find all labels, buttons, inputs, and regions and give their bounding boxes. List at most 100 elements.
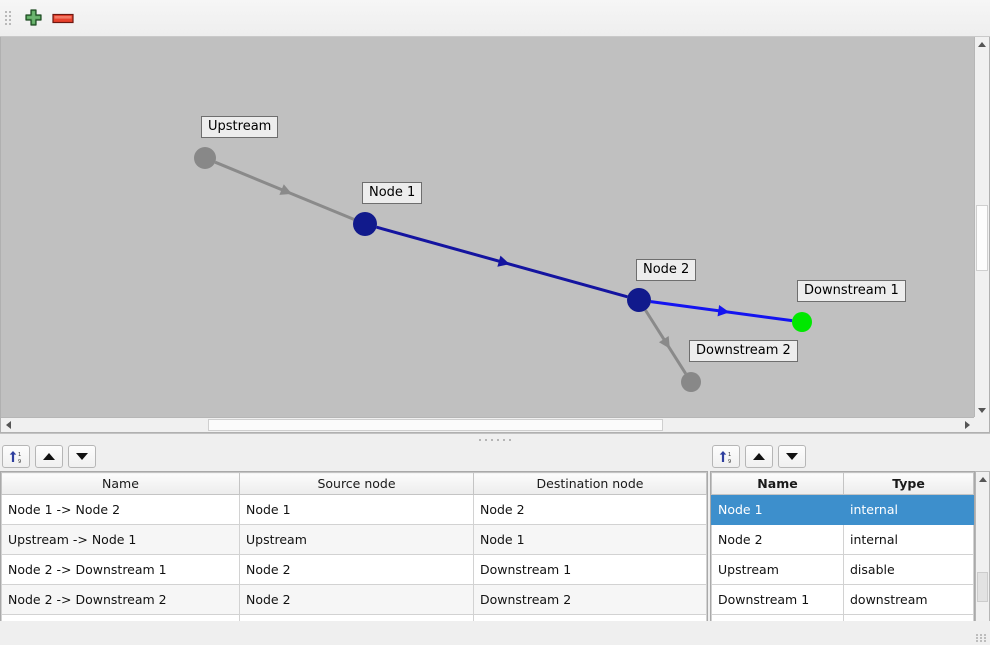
nodes-column-header-0[interactable]: Name [711, 472, 844, 495]
graph-node-label-node2: Node 2 [636, 259, 697, 281]
edge-destination-cell[interactable]: Downstream 1 [473, 554, 707, 585]
canvas-horizontal-scrollbar[interactable] [1, 417, 975, 432]
edge-destination-cell[interactable]: Downstream 2 [473, 584, 707, 615]
graph-node-upstream[interactable] [194, 147, 216, 169]
triangle-left-icon [6, 421, 11, 429]
scroll-down-button[interactable] [975, 403, 989, 418]
edge-destination-cell[interactable]: Node 2 [473, 494, 707, 525]
nodes-move-up-button[interactable] [745, 445, 773, 468]
edges-move-down-button[interactable] [68, 445, 96, 468]
edge-arrowhead-node1-node2 [497, 255, 510, 267]
svg-text:9: 9 [18, 459, 21, 465]
edge-source-cell[interactable]: Node 2 [239, 554, 474, 585]
graph-node-downstream1[interactable] [792, 312, 812, 332]
scroll-up-button[interactable] [975, 37, 989, 52]
graph-node-node1[interactable] [353, 212, 377, 236]
main-toolbar [0, 0, 990, 37]
nodes-vertical-scrollbar[interactable] [975, 471, 990, 636]
nodes-scroll-up-button[interactable] [976, 472, 989, 486]
node-type-cell[interactable]: downstream [843, 584, 974, 615]
splitter-grip [478, 438, 512, 441]
triangle-right-icon [965, 421, 970, 429]
plus-icon [24, 8, 42, 26]
edge-name-cell[interactable]: Node 2 -> Downstream 1 [1, 554, 240, 585]
triangle-up-icon [753, 453, 765, 460]
edges-column-header-2[interactable]: Destination node [473, 472, 707, 495]
nodes-move-down-button[interactable] [778, 445, 806, 468]
node-type-cell[interactable]: internal [843, 494, 974, 525]
toolbar-grip[interactable] [3, 7, 13, 29]
canvas-hscroll-thumb[interactable] [208, 419, 663, 431]
triangle-up-icon [978, 42, 986, 47]
graph-node-label-node1: Node 1 [362, 182, 423, 204]
edges-column-header-0[interactable]: Name [1, 472, 240, 495]
minus-icon [52, 13, 74, 24]
add-node-button[interactable] [18, 4, 48, 32]
svg-text:1: 1 [18, 452, 21, 458]
graph-node-label-downstream1: Downstream 1 [797, 280, 906, 302]
edge-name-cell[interactable]: Upstream -> Node 1 [1, 524, 240, 555]
svg-text:9: 9 [728, 459, 731, 465]
node-name-cell[interactable]: Node 2 [711, 524, 844, 555]
node-type-cell[interactable]: internal [843, 524, 974, 555]
edge-layer [214, 160, 793, 375]
panel-splitter[interactable] [0, 433, 990, 445]
remove-node-button[interactable] [48, 4, 78, 32]
triangle-down-icon [786, 453, 798, 460]
triangle-down-icon [76, 453, 88, 460]
edges-sort-button[interactable]: 1 9 [2, 445, 30, 468]
graph-node-node2[interactable] [627, 288, 651, 312]
triangle-up-icon [43, 453, 55, 460]
triangle-up-icon [978, 476, 987, 482]
graph-node-label-downstream2: Downstream 2 [689, 340, 798, 362]
edge-name-cell[interactable]: Node 2 -> Downstream 2 [1, 584, 240, 615]
node-name-cell[interactable]: Downstream 1 [711, 584, 844, 615]
sort-order-icon: 1 9 [719, 450, 731, 465]
edge-source-cell[interactable]: Node 1 [239, 494, 474, 525]
edges-panel-toolbar: 1 9 [0, 443, 708, 471]
edges-move-up-button[interactable] [35, 445, 63, 468]
canvas-vertical-scrollbar[interactable] [974, 37, 989, 418]
node-name-cell[interactable]: Upstream [711, 554, 844, 585]
node-type-cell[interactable]: disable [843, 554, 974, 585]
edge-name-cell[interactable]: Node 1 -> Node 2 [1, 494, 240, 525]
edge-arrowhead-node2-downstream2 [658, 336, 670, 349]
window-resize-grip[interactable] [976, 634, 987, 642]
nodes-panel-toolbar: 1 9 [710, 443, 990, 471]
nodes-vscroll-thumb[interactable] [977, 572, 988, 602]
triangle-down-icon [978, 408, 986, 413]
graph-drawing[interactable] [1, 37, 975, 417]
edge-arrowhead-node2-downstream1 [717, 304, 730, 317]
nodes-sort-button[interactable]: 1 9 [712, 445, 740, 468]
edge-destination-cell[interactable]: Node 1 [473, 524, 707, 555]
scroll-right-button[interactable] [960, 418, 975, 432]
node-name-cell[interactable]: Node 1 [711, 494, 844, 525]
edge-source-cell[interactable]: Node 2 [239, 584, 474, 615]
scroll-left-button[interactable] [1, 418, 16, 432]
canvas-vscroll-thumb[interactable] [976, 205, 988, 271]
edge-source-cell[interactable]: Upstream [239, 524, 474, 555]
graph-node-downstream2[interactable] [681, 372, 701, 392]
nodes-column-header-1[interactable]: Type [843, 472, 974, 495]
edges-column-header-1[interactable]: Source node [239, 472, 474, 495]
